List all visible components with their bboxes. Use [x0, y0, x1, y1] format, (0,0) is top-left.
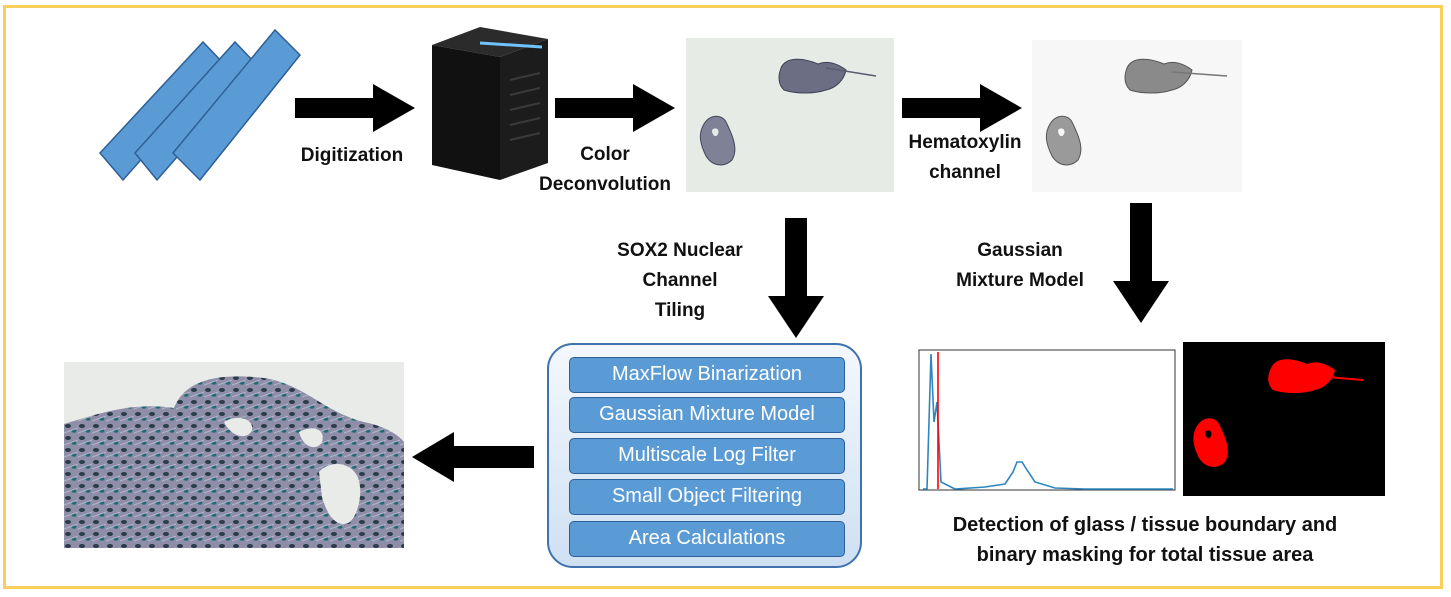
computer-tower-icon [432, 27, 548, 180]
label-deconvolution: Deconvolution [539, 174, 671, 195]
label-sox2-2: Channel [642, 270, 718, 291]
arrow-left [412, 432, 534, 482]
label-digitization: Digitization [300, 145, 404, 166]
caption-line-2: binary masking for total tissue area [976, 544, 1314, 566]
diagram-frame [3, 5, 1443, 589]
label-hematoxylin-1: Hematoxylin [908, 132, 1022, 153]
step-multiscale-log-filter: Multiscale Log Filter [569, 438, 845, 474]
step-maxflow-binarization: MaxFlow Binarization [569, 357, 845, 393]
figure-caption: Detection of glass / tissue boundary and… [905, 510, 1385, 570]
label-gmm-2: Mixture Model [956, 270, 1084, 291]
nuclear-tile-image [64, 362, 404, 548]
binary-mask-image [1183, 342, 1385, 496]
processing-pipeline: MaxFlow Binarization Gaussian Mixture Mo… [547, 343, 862, 568]
label-gmm-1: Gaussian [977, 240, 1063, 261]
arrow-down-2 [1113, 203, 1169, 323]
hematoxylin-channel-image [1032, 40, 1242, 192]
gmm-histogram-chart [905, 342, 1181, 496]
label-gmm: Gaussian Mixture Model [935, 236, 1105, 296]
step-area-calculations: Area Calculations [569, 521, 845, 557]
label-hematoxylin-2: channel [929, 162, 1001, 183]
arrow-right-2 [555, 84, 675, 132]
step-small-object-filtering: Small Object Filtering [569, 479, 845, 515]
label-color-deconvolution: Color Deconvolution [520, 140, 690, 200]
arrow-down-1 [768, 218, 824, 338]
step-gaussian-mixture-model: Gaussian Mixture Model [569, 397, 845, 433]
caption-line-1: Detection of glass / tissue boundary and [952, 514, 1338, 536]
arrow-right-1 [295, 84, 415, 132]
arrow-right-3 [902, 84, 1022, 132]
glass-slides-icon [98, 28, 302, 182]
whole-slide-image [686, 38, 894, 192]
label-sox2-3: Tiling [654, 300, 706, 321]
label-sox2-1: SOX2 Nuclear [617, 240, 743, 261]
label-color: Color [580, 144, 630, 165]
label-hematoxylin: Hematoxylin channel [885, 128, 1045, 188]
label-sox2: SOX2 Nuclear Channel Tiling [605, 236, 755, 326]
